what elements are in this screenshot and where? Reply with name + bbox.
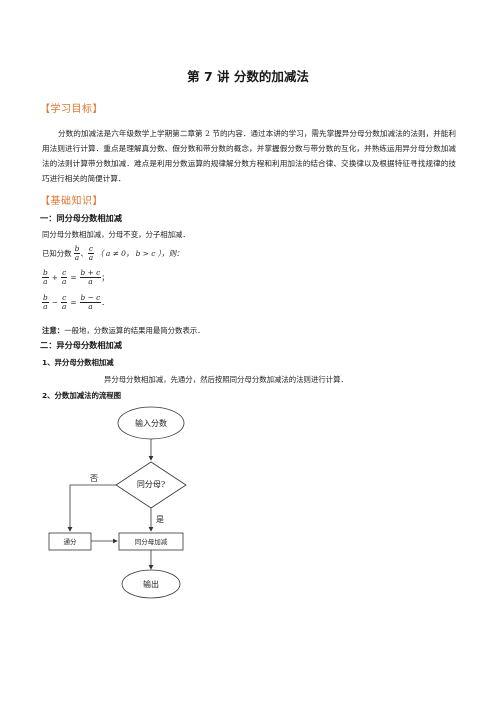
common-denominator-box bbox=[48, 532, 92, 551]
numerator: b + c bbox=[80, 267, 101, 277]
addition-formula: b a + c a = b + c a ； bbox=[42, 266, 109, 288]
output-node bbox=[121, 569, 181, 599]
denominator: a bbox=[60, 276, 68, 286]
input-label: 输入分数 bbox=[135, 418, 167, 428]
intro-paragraph: 分数的加减法是六年级数学上学期第二章第 2 节的内容．通过本讲的学习，需先掌握异… bbox=[42, 129, 456, 183]
denominator: a bbox=[87, 252, 95, 262]
separator: 、 bbox=[80, 248, 88, 258]
numerator: c bbox=[62, 292, 67, 302]
page-title: 第 7 讲 分数的加减法 bbox=[187, 69, 309, 84]
output-label: 输出 bbox=[143, 579, 159, 589]
denominator: a bbox=[42, 276, 49, 286]
rule-same-denominator: 同分母分数相加减，分母不变，分子相加减． bbox=[42, 230, 190, 239]
fraction-c-over-a: c a bbox=[60, 267, 68, 286]
equals-sign: = bbox=[70, 272, 77, 282]
known-prefix: 已知分数 bbox=[42, 248, 72, 258]
numerator: b bbox=[43, 267, 48, 277]
same-denominator-label: 同分母加减 bbox=[135, 537, 168, 546]
heading-different-denominator: 二：异分母分数相加减 bbox=[40, 340, 122, 350]
fraction-b-over-a: b a bbox=[73, 243, 81, 262]
subheading-different-denominator: 1、异分母分数相加减 bbox=[42, 358, 114, 367]
known-fractions-line: 已知分数 b a 、 c a （ a ≠ 0， b > c ），则： bbox=[42, 242, 184, 264]
numerator: b bbox=[74, 243, 80, 253]
subtraction-formula: b a − c a = b − c a ． bbox=[42, 291, 109, 313]
section-basic-knowledge: 【基础知识】 bbox=[40, 196, 103, 207]
fraction-sum: b + c a bbox=[79, 267, 102, 286]
yes-label: 是 bbox=[156, 515, 164, 524]
denominator: a bbox=[79, 301, 102, 311]
note-label: 注意： bbox=[42, 326, 65, 335]
subheading-flowchart: 2、分数加减法的流程图 bbox=[42, 391, 122, 400]
denominator: a bbox=[42, 301, 49, 311]
arrow-no bbox=[67, 484, 116, 532]
known-condition: （ a ≠ 0， b > c ），则： bbox=[96, 248, 184, 258]
numerator: c bbox=[62, 267, 67, 277]
note-text: 一般地，分数运算的结果用最简分数表示． bbox=[64, 326, 205, 335]
rule-different-denominator: 异分母分数相加减，先通分，然后按照同分母分数加减法的法则进行计算． bbox=[104, 375, 348, 384]
common-denominator-label: 通分 bbox=[64, 537, 78, 546]
note-line: 注意：一般地，分数运算的结果用最简分数表示． bbox=[42, 325, 205, 336]
minus-sign: − bbox=[51, 297, 58, 307]
end-punct: ； bbox=[101, 272, 109, 282]
plus-sign: + bbox=[51, 272, 58, 282]
fraction-b-over-a: b a bbox=[42, 267, 49, 286]
fraction-c-over-a: c a bbox=[87, 243, 95, 262]
denominator: a bbox=[60, 301, 68, 311]
denominator: a bbox=[73, 252, 81, 262]
equals-sign: = bbox=[70, 297, 77, 307]
section-learning-goals: 【学习目标】 bbox=[40, 104, 103, 115]
fraction-difference: b − c a bbox=[79, 292, 102, 311]
no-label: 否 bbox=[90, 474, 98, 483]
numerator: b − c bbox=[80, 292, 101, 302]
numerator: c bbox=[88, 243, 93, 253]
fraction-b-over-a: b a bbox=[42, 292, 49, 311]
numerator: b bbox=[43, 292, 48, 302]
fraction-c-over-a: c a bbox=[60, 292, 68, 311]
end-punct: ． bbox=[101, 297, 109, 307]
decision-label: 同分母? bbox=[137, 480, 165, 489]
denominator: a bbox=[79, 276, 102, 286]
heading-same-denominator: 一：同分母分数相加减 bbox=[40, 213, 122, 223]
